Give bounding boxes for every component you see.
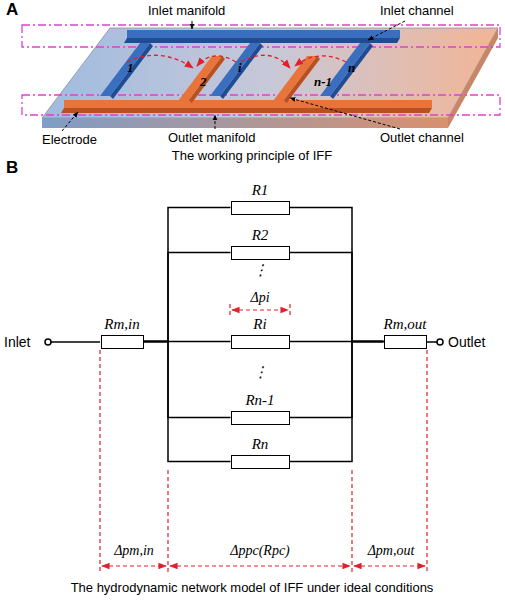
circuit-wire xyxy=(290,342,384,462)
panel-letter: B xyxy=(6,160,18,176)
text-label: Δpm,out xyxy=(368,543,415,559)
text-label: n xyxy=(348,60,355,76)
circuit-wire xyxy=(144,253,231,342)
text-label: Δpi xyxy=(250,290,269,306)
leader-lines xyxy=(62,21,405,131)
resistor-label: Rm,in xyxy=(99,316,146,335)
resistor-label: Ri xyxy=(229,316,292,335)
text-label: Inlet manifold xyxy=(148,3,225,19)
resistor-symbol xyxy=(101,335,144,349)
resistor: Ri xyxy=(229,316,292,349)
resistor: Rn-1 xyxy=(229,392,292,425)
text-label: Inlet xyxy=(4,334,30,350)
resistor-symbol xyxy=(231,335,290,349)
resistor: R1 xyxy=(229,182,292,215)
resistor: Rn xyxy=(229,436,292,469)
electrode-plate xyxy=(42,28,498,128)
panel-letter: A xyxy=(6,2,18,18)
circuit-wire xyxy=(144,342,231,462)
circuit-wire xyxy=(290,342,384,418)
resistor-label: Rn xyxy=(229,436,292,455)
region-frame xyxy=(22,95,500,115)
outlet-manifold xyxy=(61,100,432,113)
text-label: Δpm,in xyxy=(114,543,154,559)
text-label: The working principle of IFF xyxy=(172,148,332,164)
resistor-label: R2 xyxy=(229,227,292,246)
circuit-wire xyxy=(144,342,231,418)
text-label: i xyxy=(238,60,242,76)
inlet-manifold xyxy=(124,30,400,43)
resistor-symbol xyxy=(231,455,290,469)
text-label: 1 xyxy=(127,60,134,76)
resistor: Rm,in xyxy=(99,316,146,349)
text-label: Electrode xyxy=(42,132,97,148)
text-label: The hydrodynamic network model of IFF un… xyxy=(71,580,434,596)
flow-channels xyxy=(100,43,373,103)
circuit-wire xyxy=(290,208,384,342)
resistor: R2 xyxy=(229,227,292,260)
region-frame xyxy=(22,25,500,47)
text-label: Outlet xyxy=(448,334,485,350)
resistor-label: R1 xyxy=(229,182,292,201)
text-label: Δppc(Rpc) xyxy=(230,543,290,559)
text-label: n-1 xyxy=(314,74,332,90)
resistor: Rm,out xyxy=(382,316,429,349)
resistor-symbol xyxy=(231,201,290,215)
resistor-symbol xyxy=(231,411,290,425)
text-label: ⋮ xyxy=(253,262,268,278)
circuit-wire xyxy=(144,208,231,342)
circuit-wire xyxy=(290,253,384,342)
resistor-symbol xyxy=(231,246,290,260)
resistor-label: Rn-1 xyxy=(229,392,292,411)
pressure-brackets xyxy=(100,304,427,572)
text-label: Outlet channel xyxy=(380,130,464,146)
flow-arrows xyxy=(127,55,346,68)
resistor-symbol xyxy=(384,335,427,349)
text-label: 2 xyxy=(200,74,207,90)
text-label: Outlet manifold xyxy=(168,130,255,146)
text-label: Inlet channel xyxy=(380,3,454,19)
resistor-label: Rm,out xyxy=(382,316,429,335)
text-label: ⋮ xyxy=(253,364,268,380)
